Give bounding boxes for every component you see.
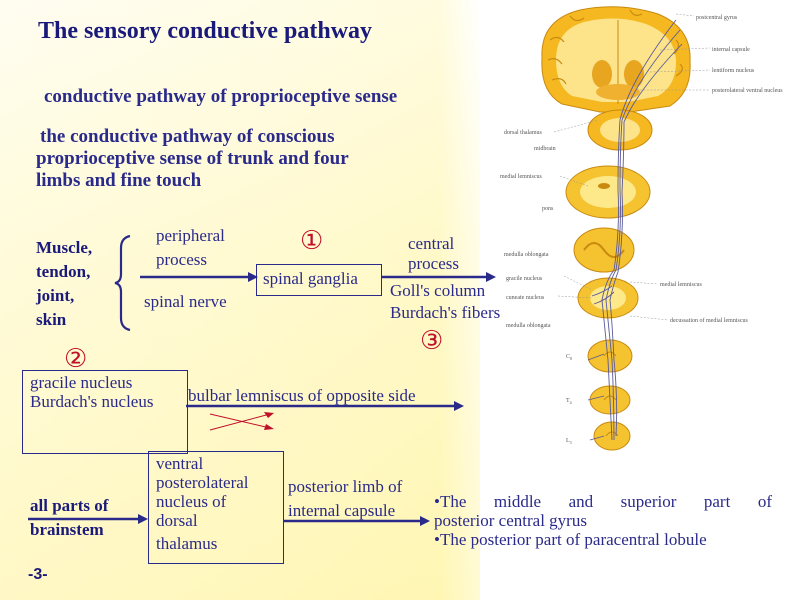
- label-pvn: posterolateral ventral nucleus: [712, 88, 783, 94]
- vpl-line: nucleus of: [156, 492, 227, 511]
- arrow-capsule: [284, 516, 430, 526]
- step-number-1: ①: [300, 226, 324, 256]
- bulbar-lemniscus-label: bulbar lemniscus of opposite side: [188, 386, 416, 405]
- spinal-nerve-label: spinal nerve: [144, 292, 227, 311]
- vpl-line: ventral: [156, 454, 204, 473]
- anatomy-illustration: postcentral gyrus internal capsule lenti…: [500, 6, 783, 451]
- background-gradient: [0, 0, 480, 600]
- gracile-text: gracile nucleus Burdach's nucleus: [30, 373, 153, 411]
- page-number: -3-: [28, 566, 48, 583]
- label-cuneate: cuneate nucleus: [506, 295, 545, 301]
- vpl-line: posterolateral: [156, 473, 249, 492]
- leader-lines: [553, 13, 711, 321]
- subtitle2-line3: limbs and fine touch: [36, 170, 202, 191]
- label-medulla-1: medulla oblongata: [504, 252, 549, 258]
- fiber-tracts: [587, 19, 683, 441]
- subtitle-conscious: the conductive pathway of conscious prop…: [36, 126, 436, 192]
- vpl-line: dorsal: [156, 511, 198, 530]
- gracile-burdach-box: gracile nucleus Burdach's nucleus: [22, 370, 188, 454]
- label-medial-lemniscus: medial lemniscus: [500, 174, 542, 180]
- source-item: tendon,: [36, 262, 91, 281]
- label-t: T4: [566, 398, 572, 405]
- label-internal-capsule: internal capsule: [712, 47, 750, 53]
- source-item: joint,: [36, 286, 75, 305]
- arrow-peripheral: [140, 272, 258, 282]
- label-decussation: decussation of medial lemniscus: [670, 317, 748, 324]
- label-midbrain: midbrain: [534, 146, 556, 152]
- step-number-3: ③: [420, 326, 444, 356]
- label-c-sub: 8: [570, 356, 572, 361]
- step-number-2: ②: [64, 344, 88, 374]
- subtitle-proprioceptive: conductive pathway of proprioceptive sen…: [44, 86, 398, 107]
- source-item: Muscle,: [36, 238, 93, 257]
- peripheral-label-2: process: [156, 250, 207, 269]
- label-l: L3: [566, 438, 572, 445]
- label-l-sub: 3: [570, 440, 572, 445]
- label-t-letter: T: [566, 398, 570, 404]
- label-lentiform: lentiform nucleus: [712, 67, 755, 74]
- label-medial-lemniscus-2: medial lemniscus: [660, 282, 702, 288]
- vpl-thalamus-box: ventral posterolateral nucleus of dorsal…: [148, 451, 284, 564]
- central-label-2: process: [408, 254, 459, 273]
- source-item: skin: [36, 310, 67, 329]
- label-l-letter: L: [566, 438, 570, 444]
- label-postcentral: postcentral gyrus: [696, 15, 738, 21]
- central-label-1: central: [408, 234, 455, 253]
- gracile-nucleus-label: gracile nucleus: [30, 373, 133, 392]
- brainstem-label: all parts of brainstem: [30, 494, 108, 542]
- target-line: posterior central gyrus: [434, 511, 587, 530]
- label-pons: pons: [542, 206, 554, 212]
- arrow-brainstem: [28, 514, 148, 524]
- label-c: C8: [566, 354, 572, 361]
- burdach-nucleus-label: Burdach's nucleus: [30, 392, 154, 411]
- arrow-central: [382, 272, 496, 282]
- target-line: •The posterior part of paracentral lobul…: [434, 530, 707, 549]
- brainstem-line2: brainstem: [30, 520, 104, 539]
- vpl-text: ventral posterolateral nucleus of dorsal…: [156, 454, 249, 553]
- label-t-sub: 4: [570, 400, 572, 405]
- burdach-fibers-label: Burdach's fibers: [390, 303, 501, 322]
- subtitle2-line2: proprioceptive sense of trunk and four: [36, 148, 349, 169]
- capsule-label-2: internal capsule: [288, 501, 396, 520]
- target-line: •The middle and superior part of: [434, 492, 772, 511]
- brainstem-line1: all parts of: [30, 496, 109, 515]
- cortical-targets: •The middle and superior part of posteri…: [434, 492, 772, 549]
- subtitle2-line1: the conductive pathway of conscious: [40, 126, 335, 147]
- spinal-ganglia-box: spinal ganglia: [256, 264, 382, 296]
- label-dorsal-thalamus: dorsal thalamus: [504, 130, 542, 136]
- spinal-ganglia-label: spinal ganglia: [263, 269, 358, 288]
- label-medulla-2: medulla oblongata: [506, 323, 551, 329]
- goll-column-label: Goll's column: [390, 281, 486, 300]
- brainstem-slices: [565, 109, 653, 451]
- label-c-letter: C: [566, 354, 570, 360]
- arrow-bulbar: [186, 401, 464, 431]
- brace-icon: [114, 234, 131, 332]
- capsule-label-1: posterior limb of: [288, 477, 403, 496]
- vpl-line: thalamus: [156, 534, 218, 553]
- peripheral-label-1: peripheral: [156, 226, 225, 245]
- label-gracile: gracile nucleus: [506, 276, 543, 282]
- slide-title: The sensory conductive pathway: [38, 18, 373, 44]
- source-list: Muscle, tendon, joint, skin: [36, 236, 92, 332]
- brain-section: [541, 6, 691, 113]
